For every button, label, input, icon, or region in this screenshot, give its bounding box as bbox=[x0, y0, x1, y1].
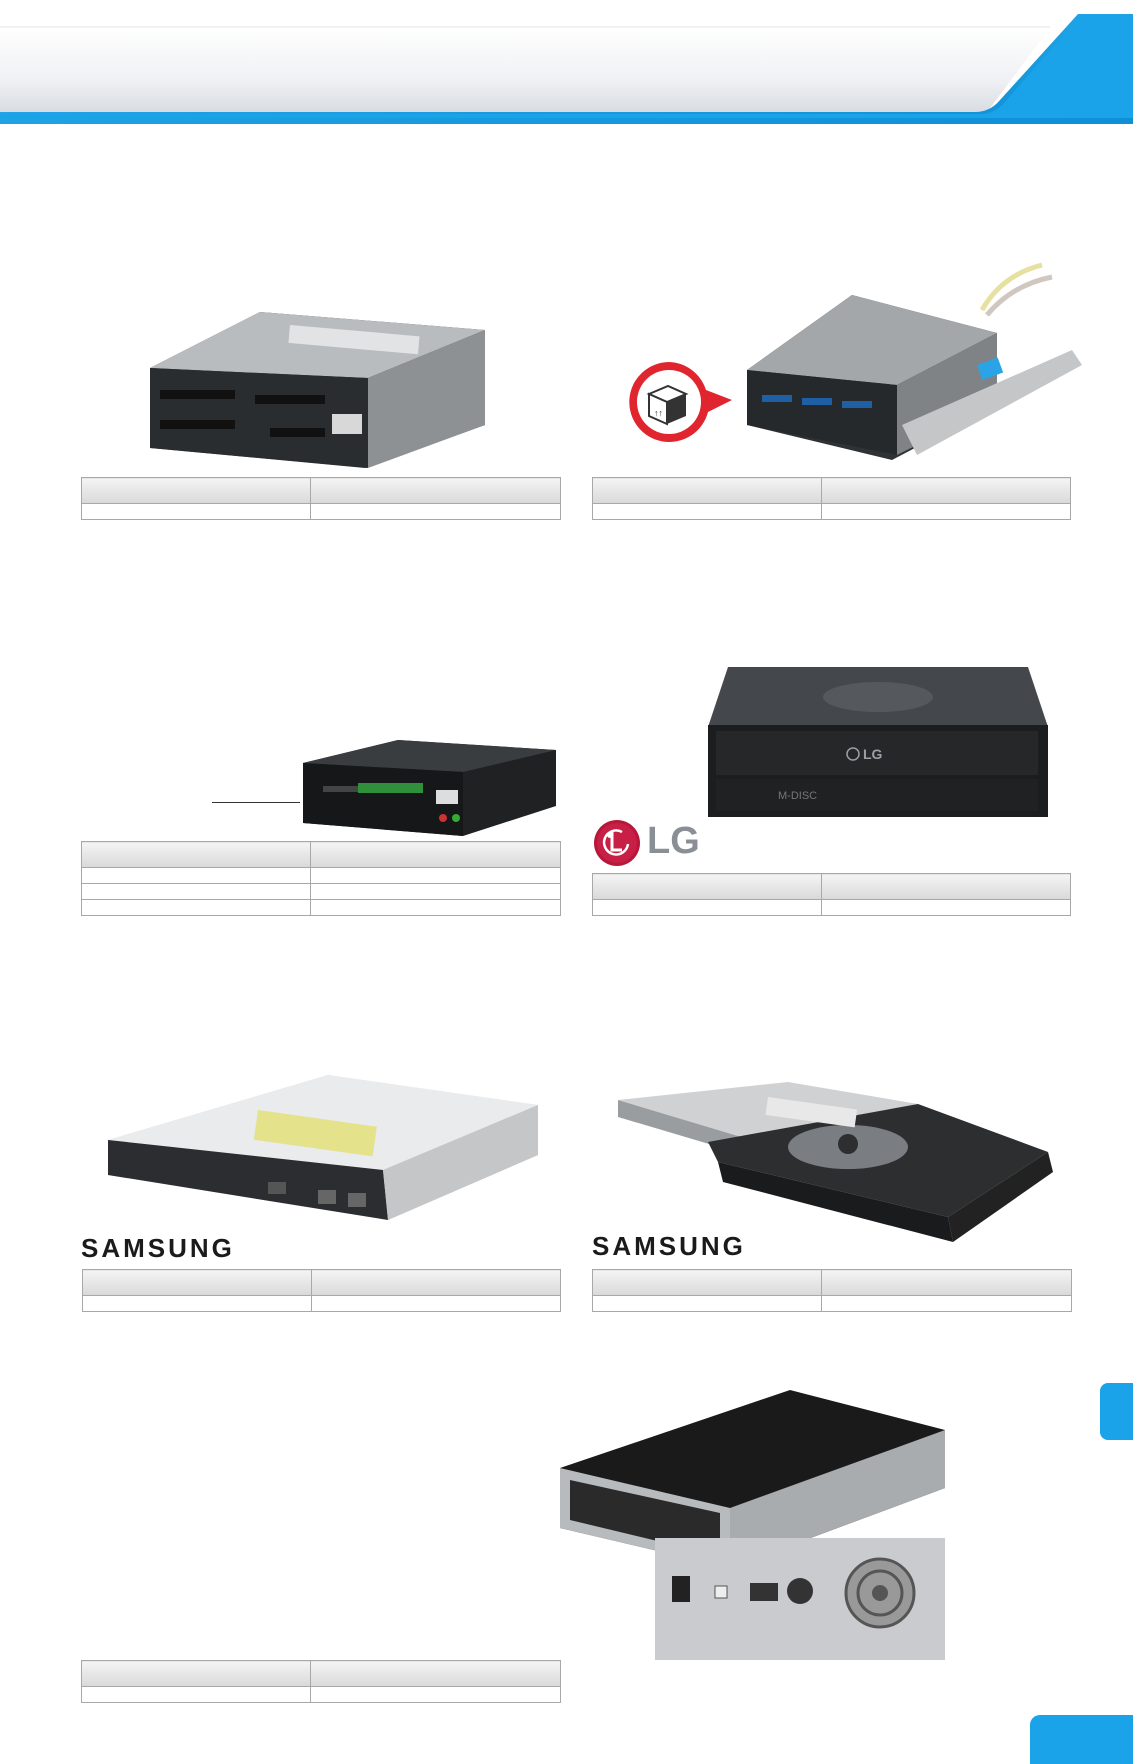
samsung-slim-dvd-image bbox=[618, 1082, 1053, 1242]
external-card-reader-image bbox=[303, 740, 556, 836]
svg-text:LG: LG bbox=[863, 746, 883, 762]
card-reader-image bbox=[150, 312, 485, 468]
samsung-logo-1: SAMSUNG bbox=[81, 1233, 235, 1263]
section-side-tab bbox=[1100, 1383, 1133, 1440]
callout-line bbox=[212, 802, 300, 803]
samsung-logo-2: SAMSUNG bbox=[592, 1231, 746, 1261]
lg-brand-text: LG bbox=[647, 820, 700, 862]
header-banner bbox=[0, 14, 1133, 124]
usb3-card-reader-image bbox=[747, 262, 1082, 460]
svg-text:M-DISC: M-DISC bbox=[778, 790, 817, 802]
spec-table-samsung-slim bbox=[82, 1269, 561, 1312]
spec-table-lg-drive bbox=[592, 873, 1071, 916]
samsung-slim-bluray-image bbox=[108, 1075, 538, 1220]
package-box-icon: ↑↑ bbox=[629, 362, 732, 442]
spec-table-external-card-reader bbox=[81, 841, 561, 916]
spec-table-usb3-card-reader bbox=[592, 477, 1071, 520]
svg-text:↑↑: ↑↑ bbox=[654, 408, 663, 418]
lg-bluray-drive-image: LG M-DISC bbox=[708, 667, 1048, 817]
external-enclosure-image bbox=[560, 1390, 945, 1660]
spec-table-samsung-dvd bbox=[592, 1269, 1072, 1312]
spec-table-card-reader bbox=[81, 477, 561, 520]
page-number-tab bbox=[1030, 1715, 1133, 1764]
lg-logo: LG bbox=[592, 818, 704, 868]
spec-table-enclosure bbox=[81, 1660, 561, 1703]
lg-logo-mark bbox=[594, 820, 640, 866]
